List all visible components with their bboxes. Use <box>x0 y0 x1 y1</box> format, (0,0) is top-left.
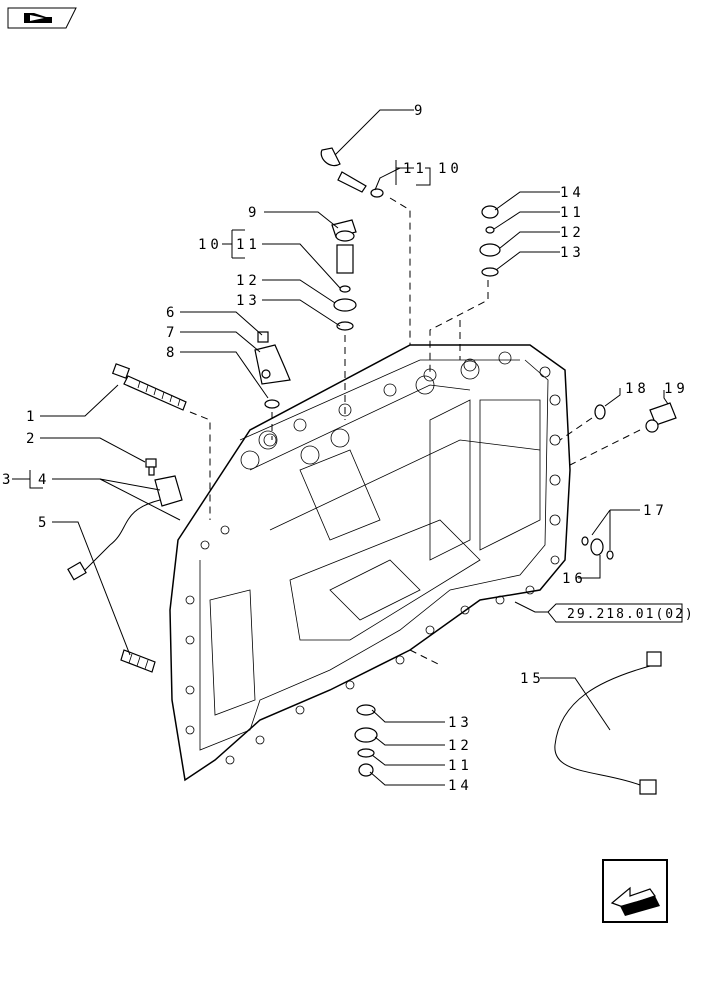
callout-2: 2 <box>26 431 38 447</box>
valve-fitting-10-mid <box>331 219 357 331</box>
callout-13-right: 13 <box>560 245 585 261</box>
sensor-7 <box>254 344 291 385</box>
callout-15: 15 <box>520 671 545 687</box>
callout-10-top: 10 <box>438 161 463 177</box>
callout-19: 19 <box>664 381 689 397</box>
book-pointer-icon[interactable] <box>7 7 77 29</box>
plug-16 <box>581 536 614 560</box>
callout-11-bottom: 11 <box>448 758 473 774</box>
o-ring-18 <box>594 404 606 420</box>
callout-3: 3 <box>2 472 14 488</box>
plug-14-bottom <box>354 704 378 777</box>
callout-5: 5 <box>38 515 50 531</box>
callout-11-mid: 11 <box>236 237 261 253</box>
assembly-guide-lines <box>189 197 641 666</box>
callout-12-mid: 12 <box>236 273 261 289</box>
callout-7: 7 <box>166 325 178 341</box>
reference-label: 29.218.01(02) <box>567 607 695 622</box>
connector-9-top <box>320 147 341 167</box>
callout-13-bottom: 13 <box>448 715 473 731</box>
callout-13-mid: 13 <box>236 293 261 309</box>
screw-6 <box>257 331 269 343</box>
callout-11-right: 11 <box>560 205 585 221</box>
plug-14-top <box>479 205 501 277</box>
callout-6: 6 <box>166 305 178 321</box>
callout-16: 16 <box>562 571 587 587</box>
leader-lines <box>12 109 669 786</box>
callout-12-bottom: 12 <box>448 738 473 754</box>
harness-15 <box>554 651 662 795</box>
next-page-arrow-icon[interactable] <box>602 859 668 923</box>
sensor-19 <box>645 402 677 433</box>
callout-9-top: 9 <box>414 103 426 119</box>
callout-1: 1 <box>26 409 38 425</box>
callout-8: 8 <box>166 345 178 361</box>
transmission-housing <box>169 344 571 782</box>
callout-labels: 1 2 3 4 5 6 7 8 9 9 11 10 10 11 12 13 14… <box>2 103 689 794</box>
reference-box[interactable]: 29.218.01(02) <box>547 603 695 623</box>
screw-2 <box>145 458 157 476</box>
bolt-5 <box>120 649 156 673</box>
callout-12-right: 12 <box>560 225 585 241</box>
callout-9-mid: 9 <box>248 205 260 221</box>
o-ring-8 <box>264 399 280 409</box>
valve-fitting-10-top <box>337 171 384 198</box>
callout-17: 17 <box>643 503 668 519</box>
bolt-1 <box>111 363 187 411</box>
callout-18: 18 <box>625 381 650 397</box>
callout-4: 4 <box>38 472 50 488</box>
callout-14-bottom: 14 <box>448 778 473 794</box>
callout-14-top: 14 <box>560 185 585 201</box>
callout-11-top: 11 <box>403 161 428 177</box>
callout-10-mid: 10 <box>198 237 223 253</box>
